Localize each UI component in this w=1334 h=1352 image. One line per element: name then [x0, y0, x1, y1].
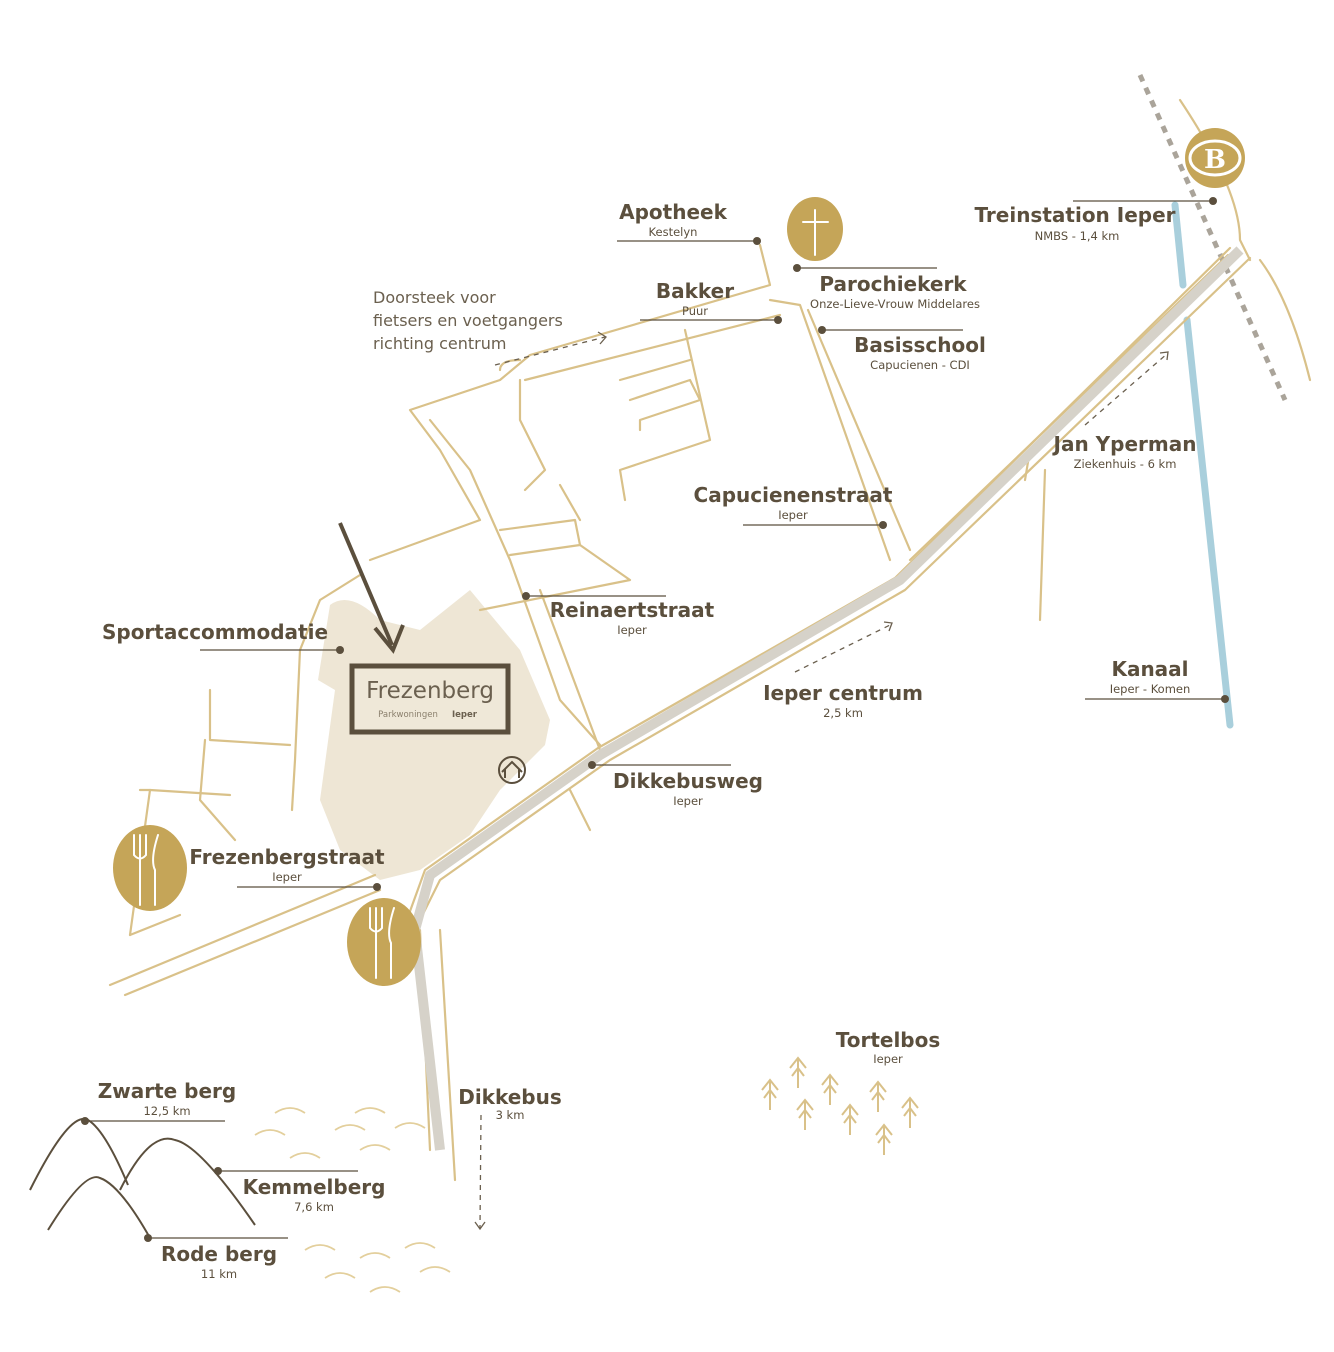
frezenberg-site-area	[318, 590, 550, 880]
label-title: Tortelbos	[836, 1028, 941, 1052]
label-subtitle: Puur	[682, 304, 708, 318]
restaurant-icon	[347, 898, 421, 986]
label-sportaccommodatie[interactable]: Sportaccommodatie	[102, 620, 344, 654]
label-subtitle: 2,5 km	[823, 706, 863, 720]
church-icon	[787, 197, 843, 261]
label-subtitle: Ieper	[778, 508, 808, 522]
fields-decoration	[254, 1107, 451, 1293]
label-subtitle: 3 km	[496, 1108, 525, 1122]
label-title: Rode berg	[161, 1242, 277, 1266]
train-station-icon: B	[1185, 128, 1245, 188]
hills-icon	[29, 1117, 256, 1239]
logo-subtitle: Parkwoningen	[378, 710, 438, 720]
label-subtitle: Ieper - Komen	[1110, 682, 1191, 696]
label-subtitle: 7,6 km	[294, 1200, 334, 1214]
label-title: Zwarte berg	[98, 1079, 237, 1103]
canal	[1171, 201, 1234, 729]
label-title: Ieper centrum	[763, 681, 923, 705]
main-road	[410, 246, 1244, 1151]
label-subtitle: Capucienen - CDI	[870, 358, 970, 372]
logo-title: Frezenberg	[366, 678, 494, 704]
home-icon	[498, 756, 526, 784]
label-subtitle: Onze-Lieve-Vrouw Middelares	[810, 297, 980, 311]
label-subtitle: richting centrum	[373, 334, 506, 353]
roads	[108, 98, 1312, 1182]
label-subtitle: Ieper	[617, 623, 647, 637]
label-title: Parochiekerk	[819, 272, 967, 296]
railway	[1137, 73, 1288, 402]
label-subtitle: 12,5 km	[143, 1104, 190, 1118]
label-subtitle: NMBS - 1,4 km	[1035, 229, 1120, 243]
label-subtitle: Ieper	[272, 870, 302, 884]
label-title: Bakker	[656, 279, 734, 303]
label-subtitle: 11 km	[201, 1267, 237, 1281]
label-title: Treinstation Ieper	[974, 203, 1175, 227]
frezenberg-logo[interactable]: Frezenberg Parkwoningen Ieper	[349, 663, 511, 735]
label-title: Sportaccommodatie	[102, 620, 328, 644]
label-title: Dikkebus	[458, 1085, 562, 1109]
label-title: Reinaertstraat	[550, 598, 715, 622]
forest-icon	[761, 1056, 919, 1155]
label-subtitle: fietsers en voetgangers	[373, 311, 563, 330]
train-station-letter: B	[1204, 145, 1226, 175]
direction-arrows	[474, 331, 1169, 1231]
label-title: Dikkebusweg	[613, 769, 763, 793]
restaurant-icon	[113, 825, 187, 911]
label-subtitle: Kestelyn	[649, 225, 698, 239]
shortcut-note: Doorsteek voor fietsers en voetgangers r…	[373, 288, 563, 353]
label-subtitle: Ieper	[873, 1052, 903, 1066]
label-title: Capucienenstraat	[694, 483, 893, 507]
label-title: Apotheek	[619, 200, 727, 224]
label-title: Frezenbergstraat	[189, 845, 385, 869]
label-subtitle: Doorsteek voor	[373, 288, 496, 307]
label-title: Kanaal	[1111, 657, 1188, 681]
label-title: Jan Yperman	[1052, 432, 1197, 456]
label-title: Kemmelberg	[243, 1175, 386, 1199]
label-subtitle: Ziekenhuis - 6 km	[1074, 457, 1177, 471]
location-arrow-icon	[338, 522, 405, 654]
label-subtitle: Ieper	[673, 794, 703, 808]
logo-subtitle-bold: Ieper	[452, 710, 478, 720]
label-title: Basisschool	[854, 333, 986, 357]
